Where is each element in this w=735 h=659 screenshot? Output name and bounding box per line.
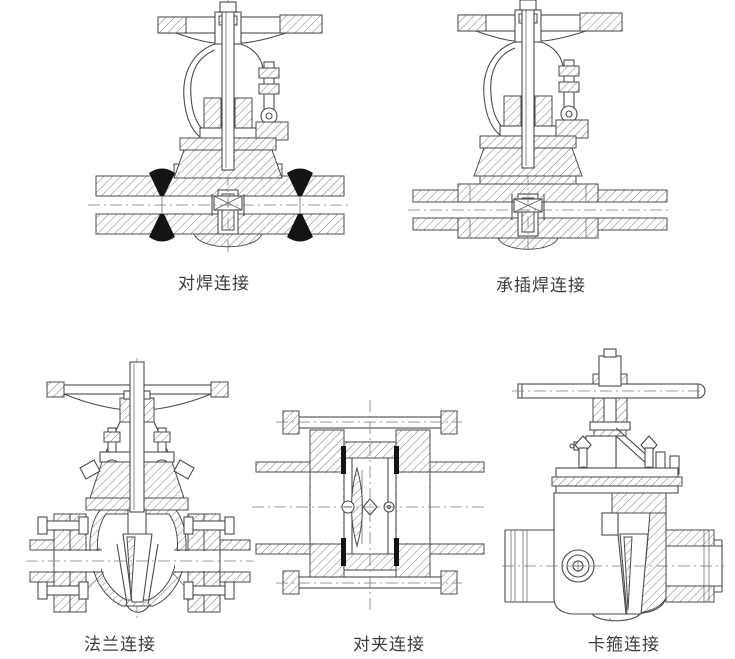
butt-weld-valve-drawing <box>88 0 352 257</box>
wafer-valve-body <box>341 441 397 571</box>
flange-valve-stem <box>129 361 145 513</box>
wafer-gaskets <box>341 446 399 566</box>
figure-caption-clamp: 卡箍连接 <box>588 635 660 654</box>
socket-weld-valve-upperworks <box>457 0 623 255</box>
flange-valve-drawing <box>26 358 254 622</box>
clamp-valve-bonnet <box>551 467 683 494</box>
figure-caption-flange: 法兰连接 <box>84 635 156 654</box>
figure-caption-socket-weld: 承插焊连接 <box>496 276 586 295</box>
figure-caption-butt-weld: 对焊连接 <box>178 274 250 293</box>
socket-weld-valve-drawing <box>408 0 672 255</box>
flange-valve-pipe-flanges <box>29 513 251 613</box>
clamp-valve-body <box>553 492 667 622</box>
wafer-valve-flanges-pipes <box>255 429 485 579</box>
socket-weld-valve-body <box>408 173 672 250</box>
flange-valve-body <box>85 509 191 613</box>
wafer-valve-drawing <box>252 400 486 612</box>
butt-weld-marks <box>149 168 313 242</box>
clamp-valve-grooved-ends <box>504 529 723 603</box>
figure-caption-wafer: 对夹连接 <box>353 635 425 654</box>
clamp-valve-drawing <box>502 348 724 622</box>
